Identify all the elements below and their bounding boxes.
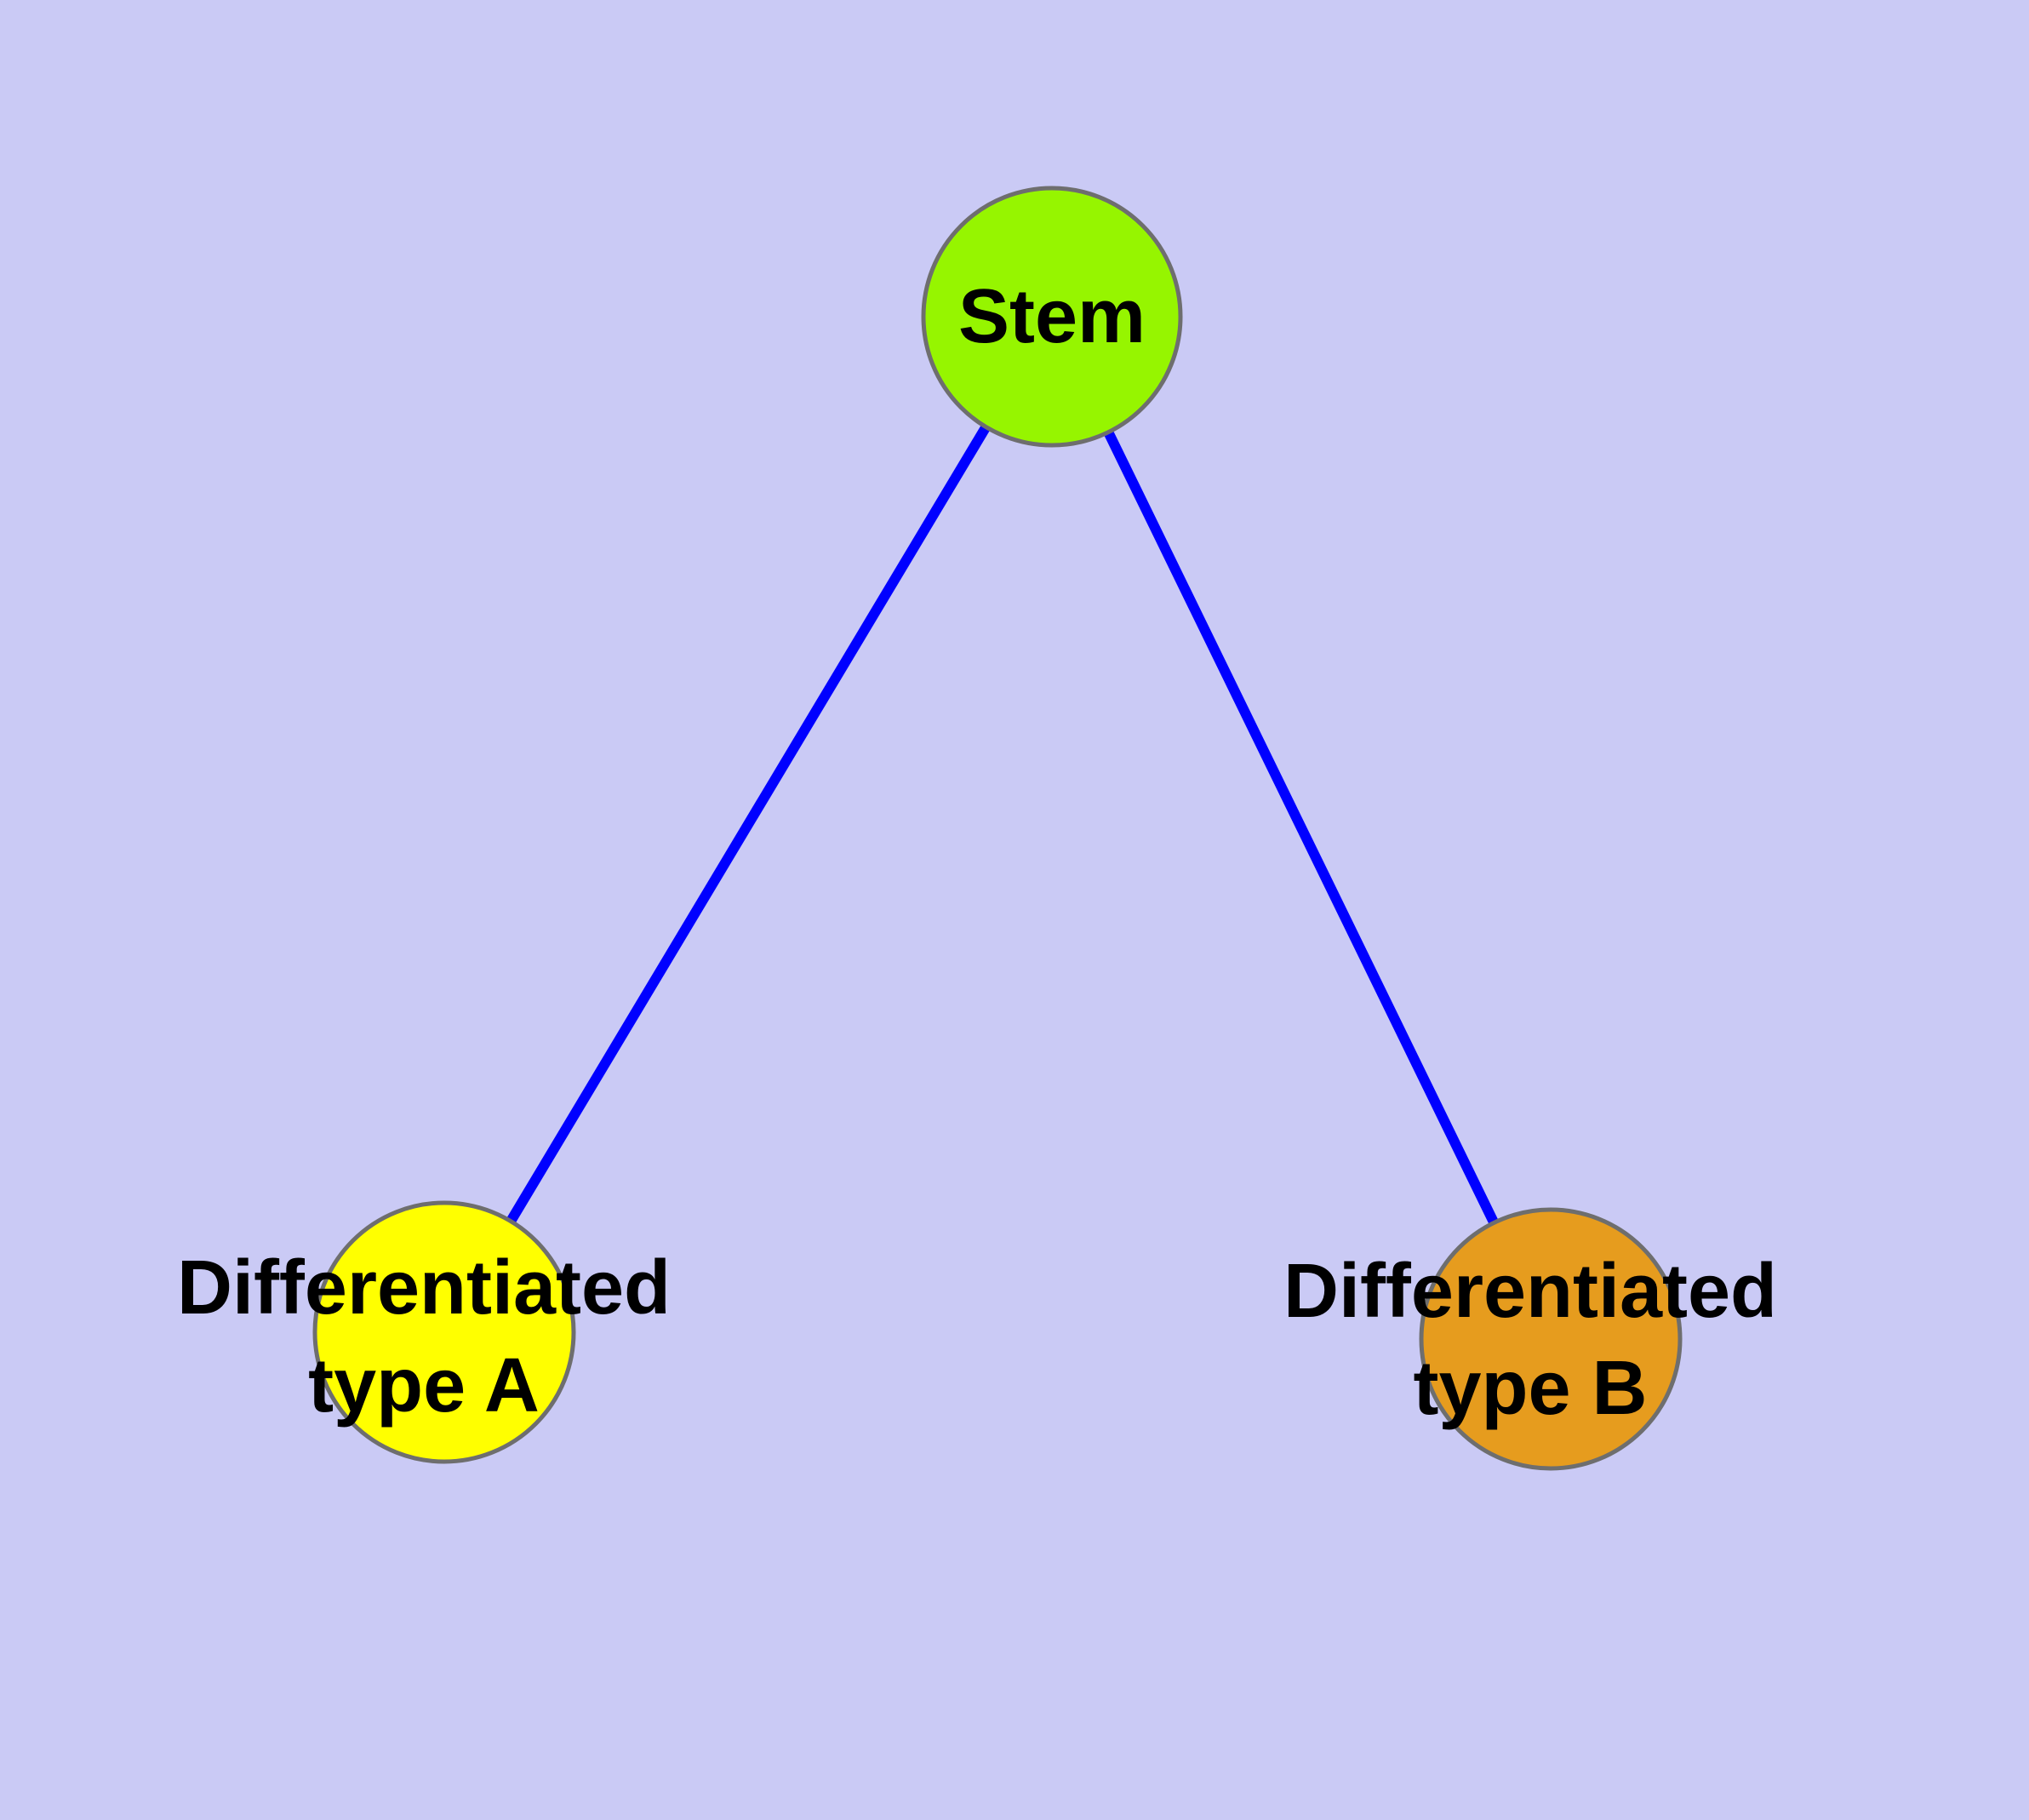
node-stem-circle (921, 186, 1183, 448)
node-differentiated-type-a: Differentiated type A (177, 1200, 671, 1464)
node-differentiated-type-b: Differentiated type B (1283, 1207, 1777, 1471)
node-differentiated-type-a-label-line2: type A (308, 1343, 540, 1428)
node-differentiated-type-b-label-line1: Differentiated (1283, 1249, 1777, 1334)
node-differentiated-type-a-circle (312, 1200, 576, 1464)
edge-stem-to-type-a (439, 313, 1057, 1336)
node-differentiated-type-b-label-line2: type B (1413, 1346, 1647, 1431)
node-stem-label: Stem (958, 274, 1146, 359)
node-differentiated-type-b-circle (1419, 1207, 1683, 1471)
node-differentiated-type-a-label-line1: Differentiated (177, 1245, 671, 1331)
edge-stem-to-type-b (1047, 314, 1556, 1342)
node-stem: Stem (921, 186, 1183, 448)
